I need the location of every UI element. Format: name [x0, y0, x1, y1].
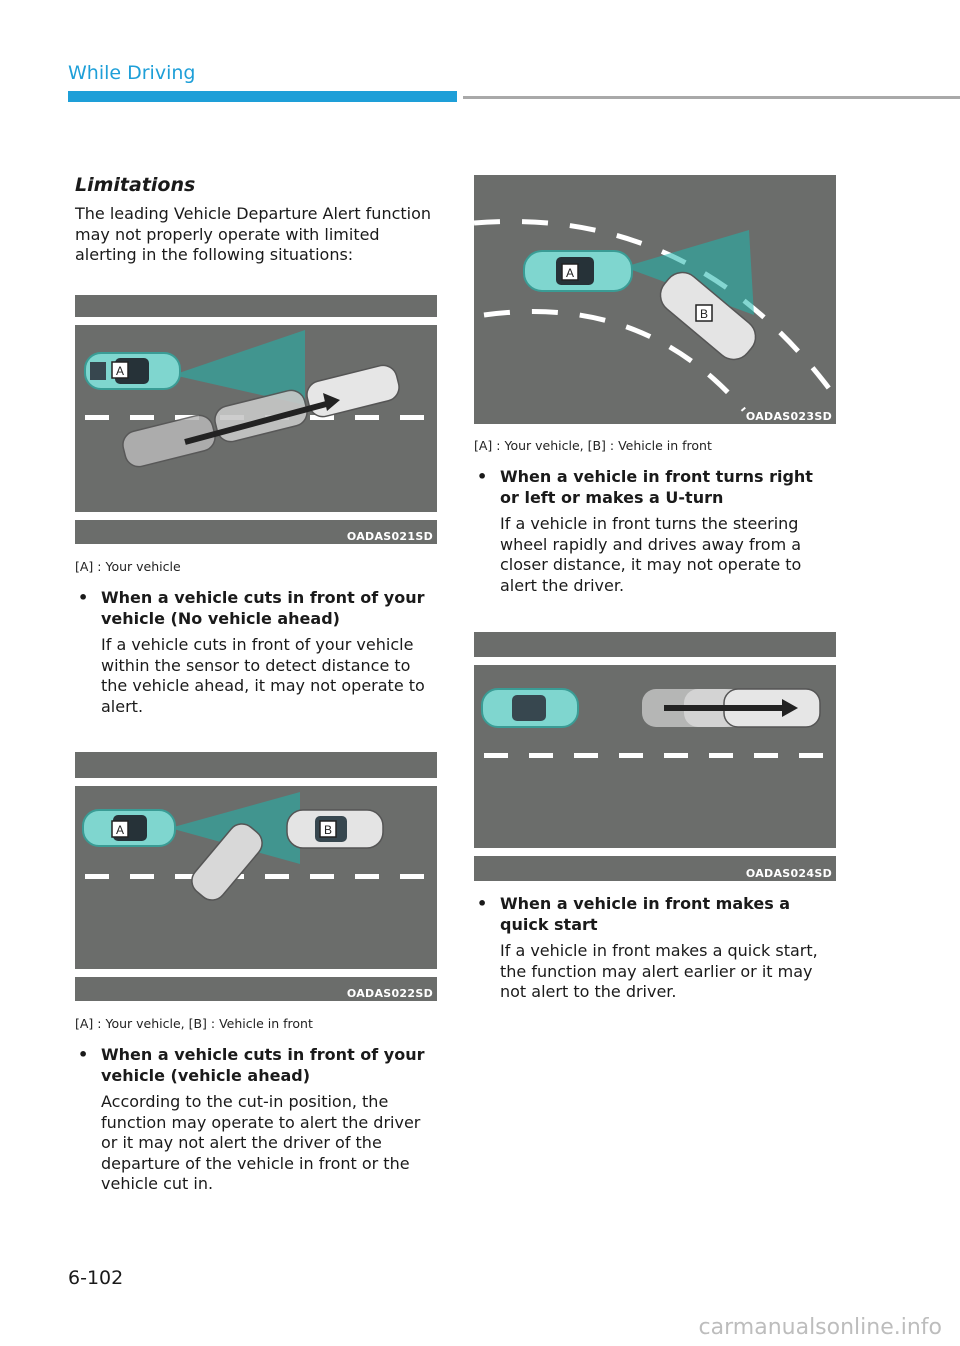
figure-caption: [A] : Your vehicle	[75, 559, 181, 574]
bullet-title: • When a vehicle in front makes a quick …	[474, 893, 836, 935]
figure-code: OADAS022SD	[346, 987, 433, 1000]
figure-cut-in-no-vehicle: A OADAS021SD	[75, 295, 437, 544]
limitations-intro: Limitations The leading Vehicle Departur…	[75, 174, 437, 266]
watermark: carmanualsonline.info	[698, 1315, 942, 1340]
bullet-body: If a vehicle in front turns the steering…	[500, 514, 802, 595]
vehicle-label-a: A	[116, 823, 124, 837]
page-number: 6-102	[68, 1267, 124, 1289]
bullet-title: • When a vehicle cuts in front of your v…	[75, 1044, 437, 1086]
figure-code: OADAS023SD	[745, 410, 832, 423]
vehicle-label-a-marker	[111, 361, 129, 379]
bullet-title-text: When a vehicle cuts in front of your veh…	[101, 588, 425, 628]
bullet-title: • When a vehicle in front turns right or…	[474, 466, 836, 508]
bullet-item: • When a vehicle in front turns right or…	[474, 466, 836, 596]
diagram-cut-in-no-vehicle: A	[75, 295, 437, 544]
vehicle-label-b-marker	[695, 304, 713, 322]
bullet-item: • When a vehicle in front makes a quick …	[474, 893, 836, 1003]
limitations-heading: Limitations	[75, 174, 196, 196]
bullet-item: • When a vehicle cuts in front of your v…	[75, 1044, 437, 1195]
bullet-body: If a vehicle cuts in front of your vehic…	[101, 635, 425, 716]
bullet-item: • When a vehicle cuts in front of your v…	[75, 587, 437, 717]
header-rule-accent	[68, 91, 457, 102]
vehicle-label-a-marker	[111, 820, 129, 838]
own-car	[481, 688, 579, 728]
bullet-icon: •	[477, 894, 488, 913]
figure-code: OADAS024SD	[745, 867, 832, 880]
section-title: While Driving	[68, 62, 196, 84]
bullet-title: • When a vehicle cuts in front of your v…	[75, 587, 437, 629]
cut-in-car	[191, 823, 263, 901]
figure-caption: [A] : Your vehicle, [B] : Vehicle in fro…	[75, 1016, 313, 1031]
diagram-cut-in-vehicle-ahead: A B	[75, 752, 437, 1001]
bullet-body: According to the cut-in position, the fu…	[101, 1092, 421, 1193]
vehicle-label-a-marker	[561, 263, 579, 281]
vehicle-label-b-marker	[319, 820, 337, 838]
vehicle-label-b: B	[324, 823, 332, 837]
vehicle-label-a: A	[566, 266, 574, 280]
bullet-icon: •	[78, 1045, 89, 1064]
header-rule-gray	[463, 96, 960, 99]
diagram-quick-start	[474, 632, 836, 881]
bullet-title-text: When a vehicle in front makes a quick st…	[500, 894, 791, 934]
bullet-body: If a vehicle in front makes a quick star…	[500, 941, 818, 1001]
figure-quick-start: OADAS024SD	[474, 632, 836, 881]
vehicle-label-a: A	[116, 364, 124, 378]
figure-code: OADAS021SD	[346, 530, 433, 543]
bullet-icon: •	[78, 588, 89, 607]
own-car	[82, 809, 176, 847]
figure-caption: [A] : Your vehicle, [B] : Vehicle in fro…	[474, 438, 712, 453]
bullet-title-text: When a vehicle cuts in front of your veh…	[101, 1045, 425, 1085]
bullet-title-text: When a vehicle in front turns right or l…	[500, 467, 813, 507]
limitations-intro-text: The leading Vehicle Departure Alert func…	[75, 204, 432, 264]
figure-turn: A B OADAS023SD	[474, 175, 836, 424]
figure-cut-in-vehicle-ahead: A B OADAS022SD	[75, 752, 437, 1001]
diagram-turn: A B	[474, 175, 836, 424]
vehicle-label-b: B	[700, 307, 708, 321]
bullet-icon: •	[477, 467, 488, 486]
own-car	[84, 352, 181, 390]
